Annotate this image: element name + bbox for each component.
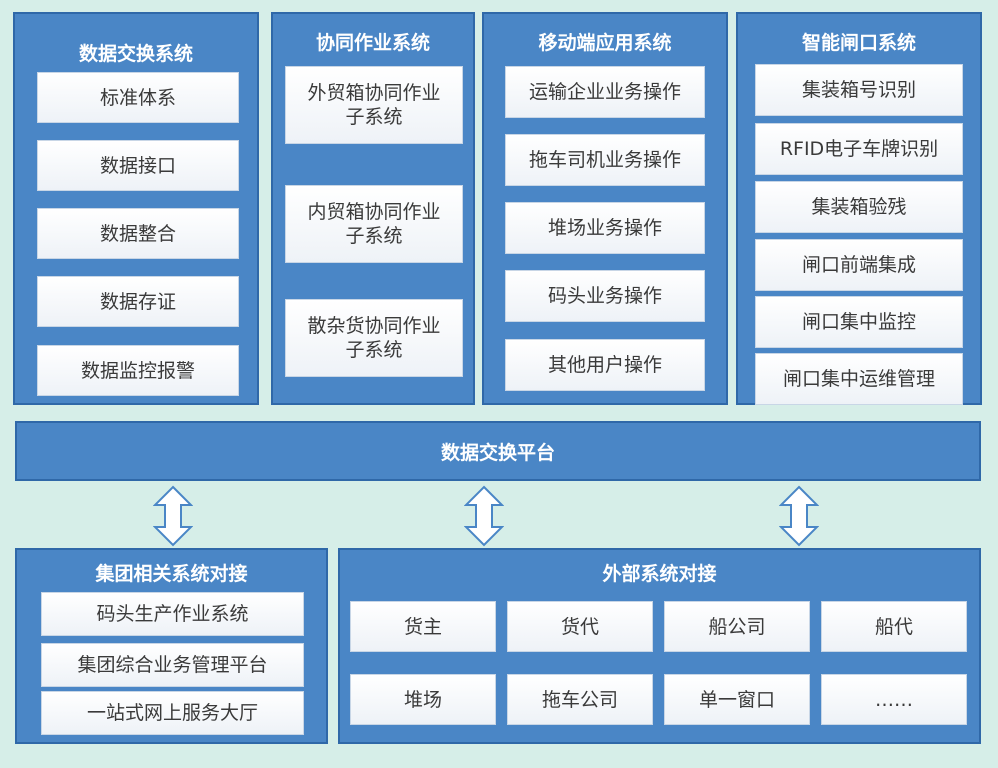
data-exchange-platform[interactable]: 数据交换平台 [15, 421, 981, 481]
module-domestic-trade-container[interactable]: 内贸箱协同作业子系统 [285, 185, 463, 263]
module-data-integration[interactable]: 数据整合 [37, 208, 239, 259]
bidirectional-arrow-icon [464, 485, 504, 547]
bidirectional-arrow-icon [779, 485, 819, 547]
module-rfid-plate-recognition[interactable]: RFID电子车牌识别 [755, 123, 963, 175]
module-single-window[interactable]: 单一窗口 [664, 674, 810, 725]
module-shipping-agent[interactable]: 船代 [821, 601, 967, 652]
panel-data-exchange-system: 数据交换系统 标准体系 数据接口 数据整合 数据存证 数据监控报警 [13, 12, 259, 405]
module-gate-front-end-integration[interactable]: 闸口前端集成 [755, 239, 963, 291]
module-one-stop-online-service-hall[interactable]: 一站式网上服务大厅 [41, 691, 304, 735]
module-data-interface[interactable]: 数据接口 [37, 140, 239, 191]
module-gate-central-monitoring[interactable]: 闸口集中监控 [755, 296, 963, 348]
module-group-business-management-platform[interactable]: 集团综合业务管理平台 [41, 643, 304, 687]
module-shipping-company[interactable]: 船公司 [664, 601, 810, 652]
module-more[interactable]: …… [821, 674, 967, 725]
panel-group-system-integration: 集团相关系统对接 码头生产作业系统 集团综合业务管理平台 一站式网上服务大厅 [15, 548, 328, 744]
module-transport-company-ops[interactable]: 运输企业业务操作 [505, 66, 705, 118]
panel-title: 外部系统对接 [602, 563, 717, 585]
panel-title: 移动端应用系统 [538, 32, 672, 54]
module-truck-driver-ops[interactable]: 拖车司机业务操作 [505, 134, 705, 186]
bidirectional-arrow-icon [153, 485, 193, 547]
panel-external-system-integration: 外部系统对接 货主 货代 船公司 船代 堆场 拖车公司 单一窗口 …… [338, 548, 981, 744]
panel-collaborative-operation-system: 协同作业系统 外贸箱协同作业子系统 内贸箱协同作业子系统 散杂货协同作业子系统 [271, 12, 475, 405]
module-yard[interactable]: 堆场 [350, 674, 496, 725]
module-other-user-ops[interactable]: 其他用户操作 [505, 339, 705, 391]
module-freight-forwarder[interactable]: 货代 [507, 601, 653, 652]
panel-title: 数据交换系统 [78, 43, 193, 65]
module-bulk-cargo[interactable]: 散杂货协同作业子系统 [285, 299, 463, 377]
module-standard-system[interactable]: 标准体系 [37, 72, 239, 123]
panel-title: 协同作业系统 [315, 32, 430, 54]
module-terminal-ops[interactable]: 码头业务操作 [505, 270, 705, 322]
module-container-damage-inspection[interactable]: 集装箱验残 [755, 181, 963, 233]
module-cargo-owner[interactable]: 货主 [350, 601, 496, 652]
module-container-number-recognition[interactable]: 集装箱号识别 [755, 64, 963, 116]
panel-mobile-app-system: 移动端应用系统 运输企业业务操作 拖车司机业务操作 堆场业务操作 码头业务操作 … [482, 12, 728, 405]
module-foreign-trade-container[interactable]: 外贸箱协同作业子系统 [285, 66, 463, 144]
panel-title: 智能闸口系统 [801, 32, 916, 54]
module-trucking-company[interactable]: 拖车公司 [507, 674, 653, 725]
module-terminal-production-system[interactable]: 码头生产作业系统 [41, 592, 304, 636]
module-data-evidence[interactable]: 数据存证 [37, 276, 239, 327]
panel-title: 集团相关系统对接 [95, 563, 248, 585]
module-data-monitoring-alarm[interactable]: 数据监控报警 [37, 345, 239, 396]
module-gate-central-ops-management[interactable]: 闸口集中运维管理 [755, 353, 963, 405]
module-yard-ops[interactable]: 堆场业务操作 [505, 202, 705, 254]
panel-smart-gate-system: 智能闸口系统 集装箱号识别 RFID电子车牌识别 集装箱验残 闸口前端集成 闸口… [736, 12, 982, 405]
